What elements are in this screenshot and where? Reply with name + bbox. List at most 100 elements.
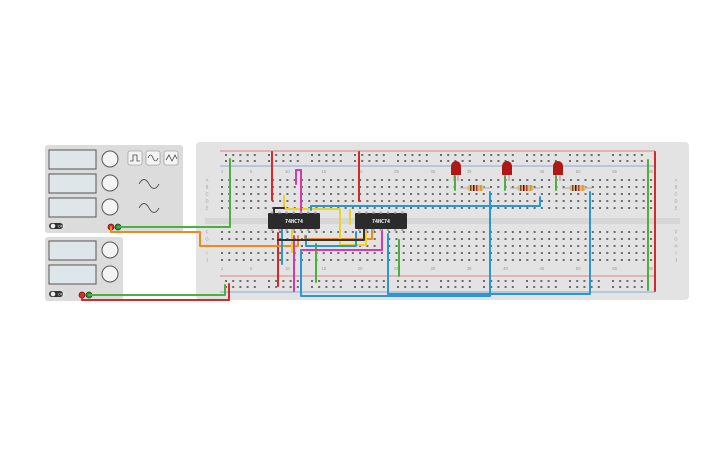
fg-power-label: OFF xyxy=(58,225,65,229)
chip-pin xyxy=(358,229,361,231)
chip-pin xyxy=(292,211,295,214)
chip-pin xyxy=(394,229,397,231)
wire-blue-1[interactable] xyxy=(310,196,541,211)
ps-display-current xyxy=(48,264,97,285)
row-letter: C xyxy=(205,192,208,197)
ps-power-label: OFF xyxy=(58,293,65,297)
fg-knob-1[interactable] xyxy=(101,150,119,168)
column-number: 10 xyxy=(285,266,290,271)
row-letter: I xyxy=(675,251,676,256)
triangle-wave-icon[interactable] xyxy=(163,150,179,166)
chip-pin xyxy=(278,229,281,231)
column-number: 10 xyxy=(285,169,290,174)
row-letter: J xyxy=(675,258,677,263)
ps-power-toggle[interactable]: OFF xyxy=(49,291,65,297)
column-number: 20 xyxy=(358,169,363,174)
resistor-3[interactable] xyxy=(562,185,592,191)
fg-knob-2[interactable] xyxy=(101,174,119,192)
ps-knob-current[interactable] xyxy=(101,265,119,283)
chip-pin xyxy=(365,211,368,214)
wire-magenta-1[interactable] xyxy=(295,169,302,214)
chip-pin xyxy=(386,211,390,214)
column-number: 15 xyxy=(321,266,326,271)
chip-pin xyxy=(292,229,295,231)
wire-red-ps[interactable] xyxy=(81,283,230,301)
wire-green-fg[interactable] xyxy=(117,158,231,228)
chip-pin xyxy=(271,211,274,214)
row-letter: B xyxy=(675,185,678,190)
chip-pin xyxy=(299,229,303,231)
chip-pin xyxy=(372,211,375,214)
column-number: 5 xyxy=(250,169,253,174)
output-wave-icon-1 xyxy=(138,179,160,189)
chip-pin xyxy=(271,229,274,231)
chip-pin xyxy=(307,211,310,214)
led-1[interactable] xyxy=(451,161,461,181)
wire-green-ps[interactable] xyxy=(88,284,226,296)
column-number: 5 xyxy=(250,266,253,271)
function-generator[interactable]: OFF xyxy=(45,145,183,233)
column-number: 45 xyxy=(540,266,545,271)
wire-blue-2[interactable] xyxy=(300,191,491,297)
column-number: 35 xyxy=(467,169,472,174)
wire-magenta-3[interactable] xyxy=(300,229,383,251)
wires xyxy=(81,151,656,301)
chip-1-label: 74HC74 xyxy=(285,219,303,225)
chip-pin xyxy=(307,229,310,231)
wire-orange-1[interactable] xyxy=(110,226,299,247)
resistor-1[interactable] xyxy=(460,185,490,191)
row-letter: D xyxy=(205,199,208,204)
chip-pin xyxy=(394,211,397,214)
column-number: 25 xyxy=(394,169,399,174)
column-number: 25 xyxy=(394,266,399,271)
square-wave-icon[interactable] xyxy=(127,150,143,166)
wire-black-2[interactable] xyxy=(277,227,365,241)
column-number: 20 xyxy=(358,266,363,271)
row-letter: E xyxy=(206,206,209,211)
wire-blue-3[interactable] xyxy=(387,191,591,295)
row-letter: G xyxy=(674,237,677,242)
chip-pin xyxy=(401,211,404,214)
column-number: 1 xyxy=(221,169,224,174)
row-letter: A xyxy=(675,178,678,183)
row-letter: F xyxy=(206,230,209,235)
resistor-2[interactable] xyxy=(510,185,540,191)
wire-black-1[interactable] xyxy=(273,207,285,215)
column-number: 30 xyxy=(430,169,435,174)
row-letter: F xyxy=(675,230,678,235)
led-3[interactable] xyxy=(553,161,563,181)
row-letter: A xyxy=(206,178,209,183)
wire-yellow-1[interactable] xyxy=(283,195,367,246)
ps-knob-voltage[interactable] xyxy=(101,241,119,259)
row-letter: E xyxy=(675,206,678,211)
row-letter: J xyxy=(206,258,208,263)
column-number: 15 xyxy=(321,169,326,174)
column-number: 30 xyxy=(430,266,435,271)
chip-74hc74-u1[interactable]: 74HC74 xyxy=(268,211,320,232)
fg-knob-3[interactable] xyxy=(101,198,119,216)
column-number: 60 xyxy=(649,169,654,174)
fg-power-toggle[interactable]: OFF xyxy=(49,223,65,229)
power-supply[interactable]: OFF xyxy=(45,237,123,301)
fg-display-1 xyxy=(48,149,97,170)
chip-pin xyxy=(299,211,303,214)
chip-pin xyxy=(358,211,361,214)
row-letter: H xyxy=(674,244,677,249)
chip-pin xyxy=(278,211,281,214)
chip-pin xyxy=(285,229,288,231)
row-letter: C xyxy=(674,192,677,197)
row-letter: I xyxy=(206,251,207,256)
output-wave-icon-2 xyxy=(138,203,160,213)
chip-pin xyxy=(314,229,317,231)
row-letter: G xyxy=(205,237,208,242)
chip-pin xyxy=(285,211,288,214)
chip-pin xyxy=(379,211,382,214)
sine-wave-icon[interactable] xyxy=(145,150,161,166)
column-number: 50 xyxy=(576,169,581,174)
chip-pin xyxy=(372,229,375,231)
led-2[interactable] xyxy=(502,161,512,181)
column-number: 45 xyxy=(540,169,545,174)
chip-74hc74-u2[interactable]: 74HC74 xyxy=(355,211,407,232)
fg-display-2 xyxy=(48,173,97,194)
